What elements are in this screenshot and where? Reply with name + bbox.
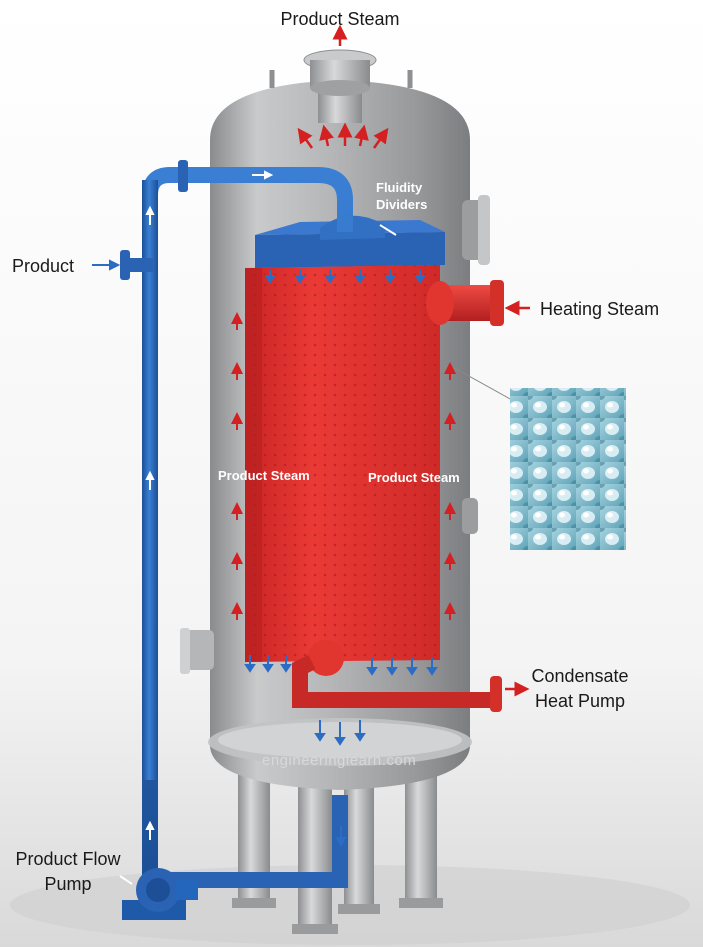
label-product-steam-left: Product Steam bbox=[218, 468, 310, 483]
label-product-steam-top: Product Steam bbox=[280, 9, 400, 29]
heat-exchanger-plates bbox=[245, 265, 440, 662]
label-condensate-line2: Heat Pump bbox=[534, 691, 626, 711]
rising-steam-arrows bbox=[231, 312, 456, 620]
top-outlet-nozzle bbox=[269, 49, 413, 123]
label-product-steam-right: Product Steam bbox=[368, 470, 460, 485]
side-nozzles bbox=[180, 195, 490, 674]
product-arrows bbox=[92, 259, 438, 848]
label-condensate-line1: Condensate bbox=[531, 666, 629, 686]
pipe-flow-arrows bbox=[119, 170, 397, 885]
label-heating-steam: Heating Steam bbox=[540, 299, 660, 319]
heating-steam-inlet bbox=[426, 280, 504, 326]
label-pump-line2: Pump bbox=[44, 874, 92, 894]
steam-arrows bbox=[297, 24, 530, 697]
label-fluidity-line2: Dividers bbox=[376, 197, 428, 212]
product-flow-pump bbox=[122, 868, 198, 920]
label-pump-line1: Product Flow bbox=[15, 849, 121, 869]
label-fluidity-line1: Fluidity bbox=[376, 180, 423, 195]
watermark: engineeringlearn.com bbox=[262, 752, 417, 769]
condensate-outlet bbox=[292, 640, 502, 712]
plate-texture-inset bbox=[439, 359, 626, 550]
label-product: Product bbox=[12, 256, 75, 276]
